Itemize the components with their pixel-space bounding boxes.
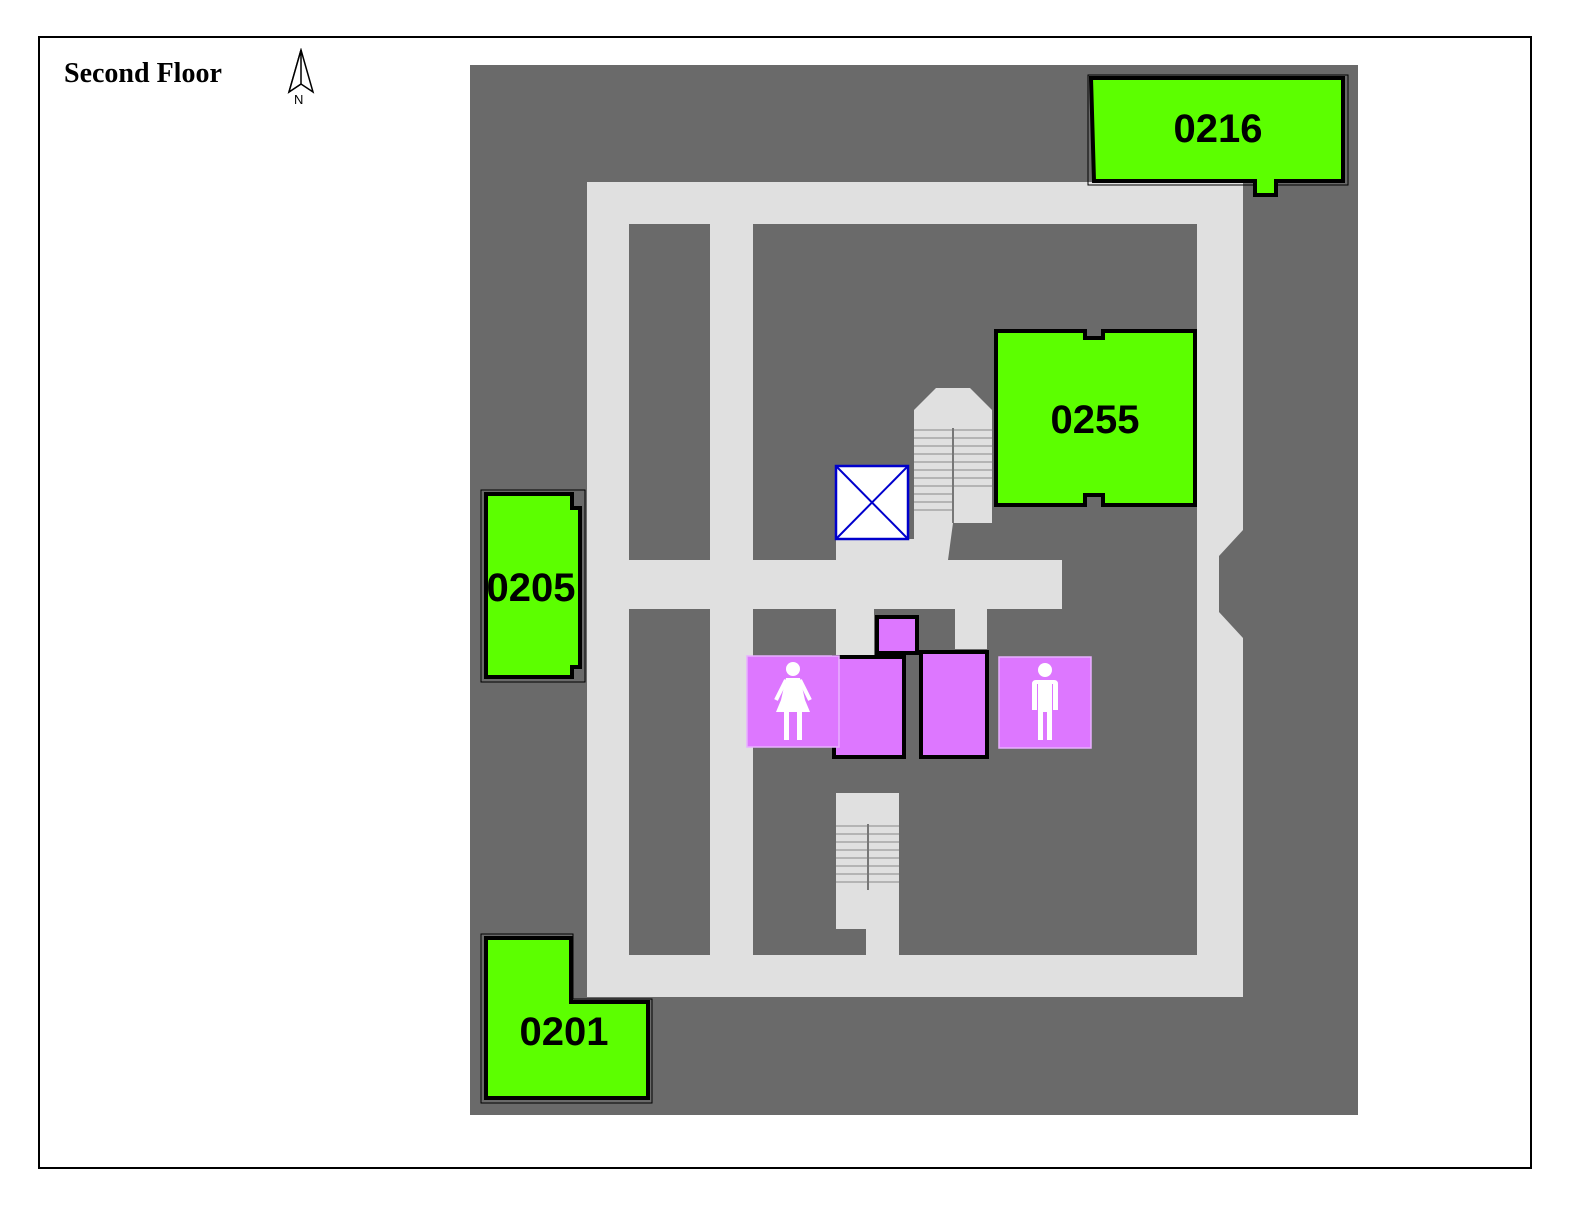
elevator-icon (834, 464, 910, 541)
womens-restroom-icon (746, 655, 840, 748)
room-0255[interactable]: 0255 (994, 329, 1197, 507)
room-0205[interactable]: 0205 (480, 489, 586, 683)
stairs-south (836, 824, 899, 890)
north-label: N (294, 92, 304, 107)
stairs-north (914, 428, 992, 523)
floor-title: Second Floor (64, 58, 222, 89)
room-label-0216: 0216 (1174, 107, 1263, 151)
north-arrow-icon (287, 48, 315, 94)
room-label-0201: 0201 (520, 1010, 609, 1054)
room-0216[interactable]: 0216 (1087, 74, 1349, 197)
mens-restroom-icon (998, 656, 1092, 749)
room-label-0205: 0205 (487, 566, 576, 610)
room-0201[interactable]: 0201 (480, 933, 653, 1104)
room-label-0255: 0255 (1051, 398, 1140, 442)
